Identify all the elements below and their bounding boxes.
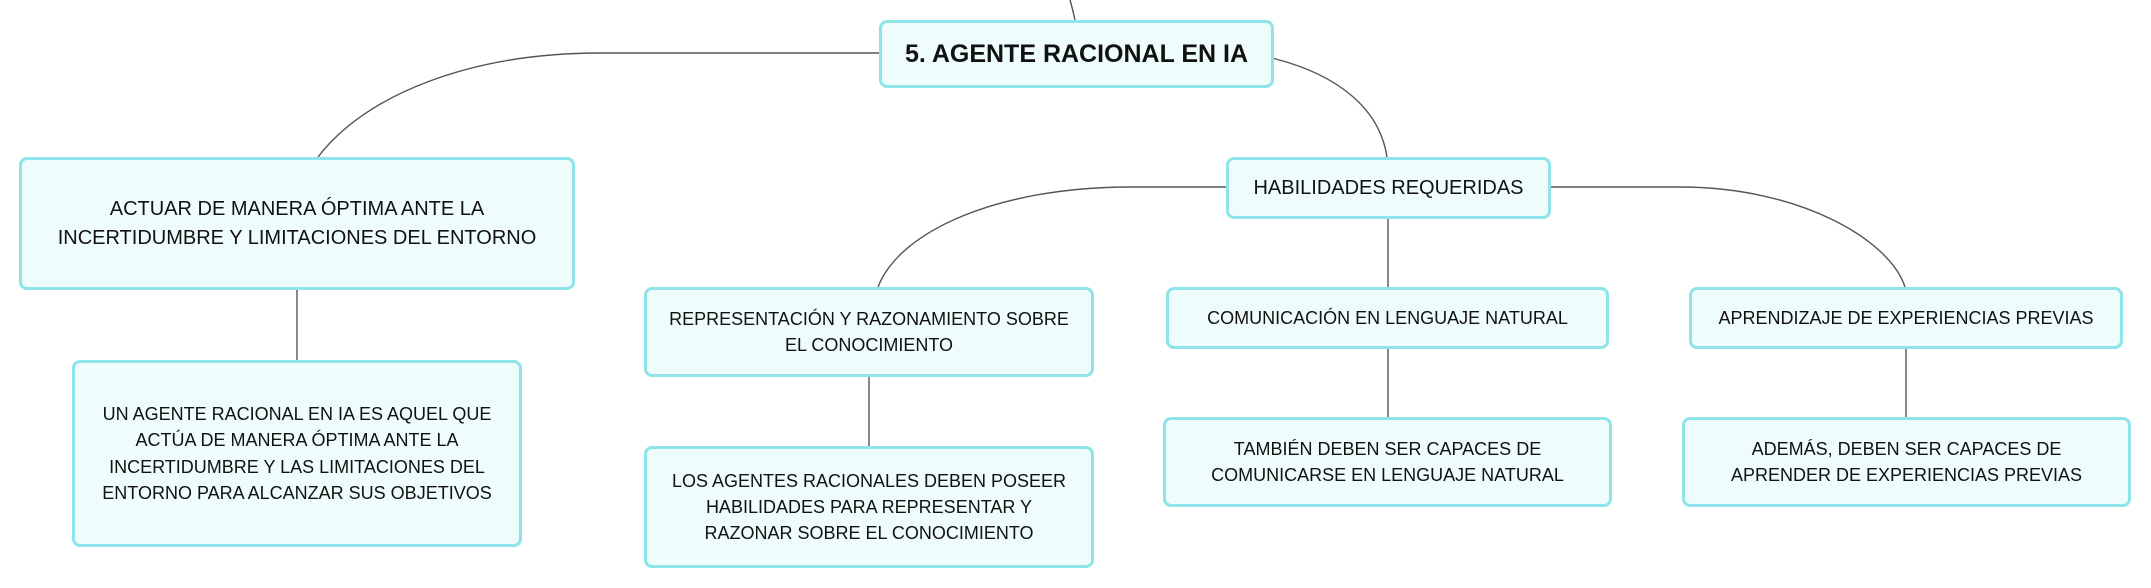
skill-node-representation-label: REPRESENTACIÓN Y RAZONAMIENTO SOBRE EL C… — [669, 308, 1069, 355]
detail-node-learning[interactable]: ADEMÁS, DEBEN SER CAPACES DE APRENDER DE… — [1682, 417, 2131, 507]
detail-node-communication[interactable]: TAMBIÉN DEBEN SER CAPACES DE COMUNICARSE… — [1163, 417, 1612, 507]
skill-node-communication[interactable]: COMUNICACIÓN EN LENGUAJE NATURAL — [1166, 287, 1609, 349]
skill-node-learning-label: APRENDIZAJE DE EXPERIENCIAS PREVIAS — [1718, 307, 2094, 328]
connector-skills-right — [1551, 186, 1906, 288]
detail-node-communication-text: TAMBIÉN DEBEN SER CAPACES DE COMUNICARSE… — [1211, 438, 1564, 485]
connector-root-right — [1271, 57, 1388, 158]
branch-node-required-skills-label: HABILIDADES REQUERIDAS — [1253, 176, 1524, 199]
skill-node-learning[interactable]: APRENDIZAJE DE EXPERIENCIAS PREVIAS — [1689, 287, 2123, 349]
detail-node-learning-text: ADEMÁS, DEBEN SER CAPACES DE APRENDER DE… — [1730, 438, 2083, 485]
detail-node-rational-agent[interactable]: UN AGENTE RACIONAL EN IA ES AQUEL QUE AC… — [72, 360, 522, 547]
detail-node-representation-text: LOS AGENTES RACIONALES DEBEN POSEER HABI… — [671, 470, 1067, 544]
branch-node-optimal-action-label: ACTUAR DE MANERA ÓPTIMA ANTE LA INCERTID… — [57, 197, 537, 249]
connector-skills-left — [877, 186, 1227, 288]
root-node-label: 5. AGENTE RACIONAL EN IA — [904, 39, 1249, 68]
detail-node-representation[interactable]: LOS AGENTES RACIONALES DEBEN POSEER HABI… — [644, 446, 1094, 568]
detail-node-rational-agent-text: UN AGENTE RACIONAL EN IA ES AQUEL QUE AC… — [102, 404, 492, 503]
connector-top-offscreen — [1069, 0, 1076, 21]
connector-root-left — [317, 52, 880, 158]
skill-node-representation[interactable]: REPRESENTACIÓN Y RAZONAMIENTO SOBRE EL C… — [644, 287, 1094, 377]
root-node[interactable]: 5. AGENTE RACIONAL EN IA — [879, 20, 1274, 88]
branch-node-optimal-action[interactable]: ACTUAR DE MANERA ÓPTIMA ANTE LA INCERTID… — [19, 157, 575, 290]
branch-node-required-skills[interactable]: HABILIDADES REQUERIDAS — [1226, 157, 1551, 219]
skill-node-communication-label: COMUNICACIÓN EN LENGUAJE NATURAL — [1207, 307, 1568, 328]
